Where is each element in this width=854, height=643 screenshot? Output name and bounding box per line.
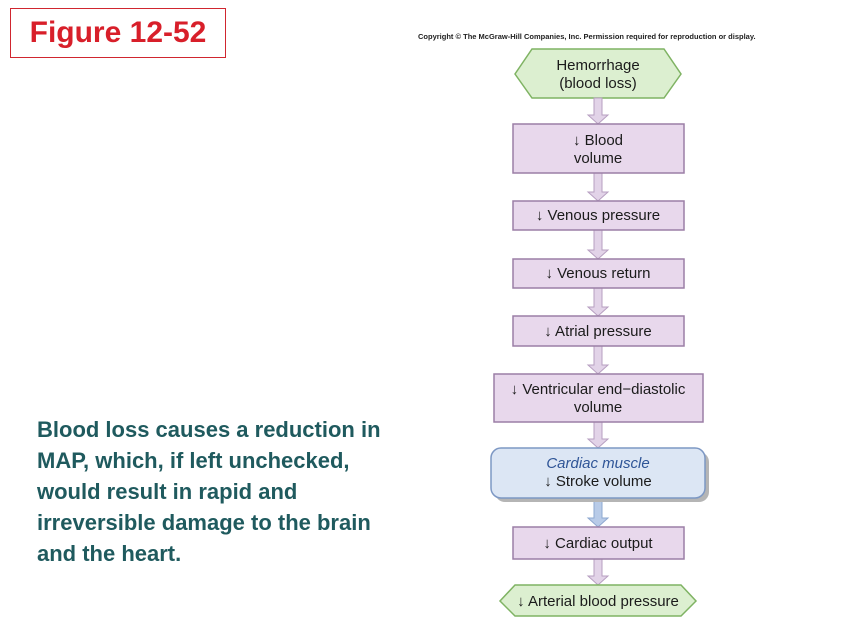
step-blood-volume (512, 123, 685, 174)
start-node-line2: (blood loss) (559, 75, 637, 92)
step-cardiac-output-label: ↓ Cardiac output (543, 535, 653, 552)
step-venous-return-label: ↓ Venous return (545, 265, 650, 282)
start-node-hemorrhage (514, 48, 682, 99)
arrow-8 (586, 558, 610, 586)
arrow-2 (586, 172, 610, 202)
step-venous-pressure-label: ↓ Venous pressure (536, 207, 660, 224)
figure-label: Figure 12-52 (10, 8, 226, 58)
step-venous-pressure (512, 200, 685, 231)
cardiac-muscle-label: Cardiac muscle (546, 455, 649, 472)
caption-text: Blood loss causes a reduction in MAP, wh… (37, 417, 381, 566)
flow-arrows (586, 97, 610, 586)
step-atrial-pressure-label: ↓ Atrial pressure (544, 323, 652, 340)
arrow-5 (586, 345, 610, 375)
arrow-6 (586, 421, 610, 449)
arrow-4 (586, 287, 610, 317)
step-ventricular-edv-line1: ↓ Ventricular end−diastolic (511, 381, 686, 398)
arrow-1 (586, 97, 610, 125)
step-cardiac-output (512, 526, 685, 560)
copyright-notice: Copyright © The McGraw-Hill Companies, I… (418, 32, 756, 41)
arrow-7 (586, 497, 610, 528)
step-stroke-volume (490, 447, 706, 499)
end-node-label: ↓ Arterial blood pressure (517, 593, 679, 610)
start-node-line1: Hemorrhage (556, 57, 639, 74)
step-blood-volume-line2: volume (574, 150, 622, 167)
step-ventricular-edv (493, 373, 704, 423)
end-node-arterial-pressure (498, 584, 698, 617)
step-ventricular-edv-line2: volume (574, 399, 622, 416)
step-atrial-pressure (512, 315, 685, 347)
arrow-3 (586, 229, 610, 260)
step-venous-return (512, 258, 685, 289)
step-blood-volume-line1: ↓ Blood (573, 132, 623, 149)
step-stroke-volume-label: ↓ Stroke volume (544, 473, 652, 490)
